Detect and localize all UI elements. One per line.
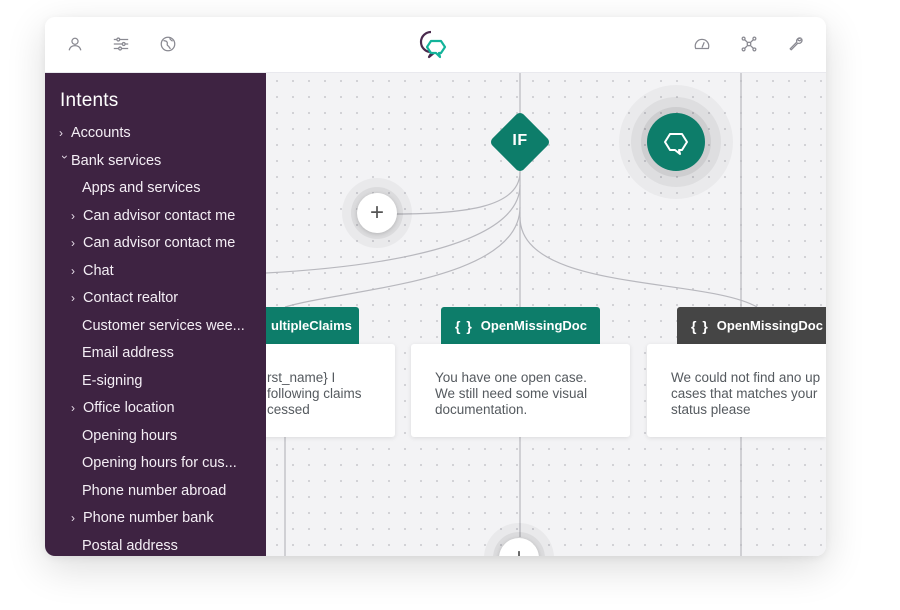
chevron-right-icon: › bbox=[71, 236, 75, 250]
flow-connections bbox=[265, 73, 758, 556]
chat-bubble-icon bbox=[664, 133, 688, 155]
sidebar-item-postal-address[interactable]: Postal address bbox=[82, 538, 178, 554]
sidebar-item-customer-services[interactable]: Customer services wee... bbox=[82, 318, 245, 334]
code-braces-icon: { } bbox=[455, 317, 473, 334]
app-window: Intents ›Accounts ›Bank services Apps an… bbox=[45, 17, 826, 556]
chevron-right-icon: › bbox=[71, 264, 75, 278]
add-node-button[interactable]: + bbox=[357, 193, 397, 233]
network-icon[interactable] bbox=[739, 34, 759, 54]
user-icon[interactable] bbox=[65, 34, 85, 54]
chat-start-node[interactable] bbox=[647, 113, 705, 171]
add-node-button-bottom[interactable]: + bbox=[499, 538, 539, 556]
intents-sidebar: Intents ›Accounts ›Bank services Apps an… bbox=[45, 73, 266, 556]
node-header-open-missing-doc-2[interactable]: { } OpenMissingDoc bbox=[677, 307, 826, 344]
sidebar-item-e-signing[interactable]: E-signing bbox=[82, 373, 143, 389]
sidebar-item-phone-number-bank[interactable]: ›Phone number bank bbox=[71, 507, 266, 529]
sidebar-item-phone-number-abroad[interactable]: Phone number abroad bbox=[82, 483, 227, 499]
sidebar-title: Intents bbox=[60, 90, 119, 111]
node-card-multiple-claims[interactable]: rst_name} I following claims cessed bbox=[241, 344, 395, 437]
sidebar-item-opening-hours[interactable]: Opening hours bbox=[82, 428, 178, 444]
sidebar-item-opening-hours-cus[interactable]: Opening hours for cus... bbox=[82, 455, 237, 471]
node-card-open-missing-doc[interactable]: You have one open case. We still need so… bbox=[411, 344, 630, 437]
sliders-icon[interactable] bbox=[111, 34, 131, 54]
globe-icon[interactable] bbox=[158, 34, 178, 54]
wrench-icon[interactable] bbox=[786, 34, 806, 54]
sidebar-item-can-advisor-contact[interactable]: ›Can advisor contact me bbox=[71, 205, 266, 227]
chat-bubbles-logo bbox=[417, 27, 453, 63]
chevron-down-icon: › bbox=[59, 155, 72, 159]
node-card-open-missing-doc-2[interactable]: We could not find ano up cases that matc… bbox=[647, 344, 826, 437]
top-toolbar bbox=[45, 17, 826, 73]
sidebar-item-office-location[interactable]: ›Office location bbox=[71, 397, 266, 419]
sidebar-item-chat[interactable]: ›Chat bbox=[71, 260, 266, 282]
sidebar-item-accounts[interactable]: ›Accounts bbox=[59, 122, 259, 144]
node-header-open-missing-doc[interactable]: { } OpenMissingDoc bbox=[441, 307, 600, 344]
sidebar-item-email-address[interactable]: Email address bbox=[82, 345, 174, 361]
sidebar-item-contact-realtor[interactable]: ›Contact realtor bbox=[71, 287, 266, 309]
gauge-icon[interactable] bbox=[692, 34, 712, 54]
sidebar-item-bank-services[interactable]: ›Bank services bbox=[59, 150, 259, 172]
chevron-right-icon: › bbox=[71, 209, 75, 223]
sidebar-item-apps-and-services[interactable]: Apps and services bbox=[82, 180, 201, 196]
chevron-right-icon: › bbox=[71, 401, 75, 415]
sidebar-item-can-advisor-contact-2[interactable]: ›Can advisor contact me bbox=[71, 232, 266, 254]
chevron-right-icon: › bbox=[71, 511, 75, 525]
if-label: IF bbox=[512, 132, 528, 149]
chevron-right-icon: › bbox=[71, 291, 75, 305]
code-braces-icon: { } bbox=[691, 317, 709, 334]
chevron-right-icon: › bbox=[59, 126, 63, 140]
